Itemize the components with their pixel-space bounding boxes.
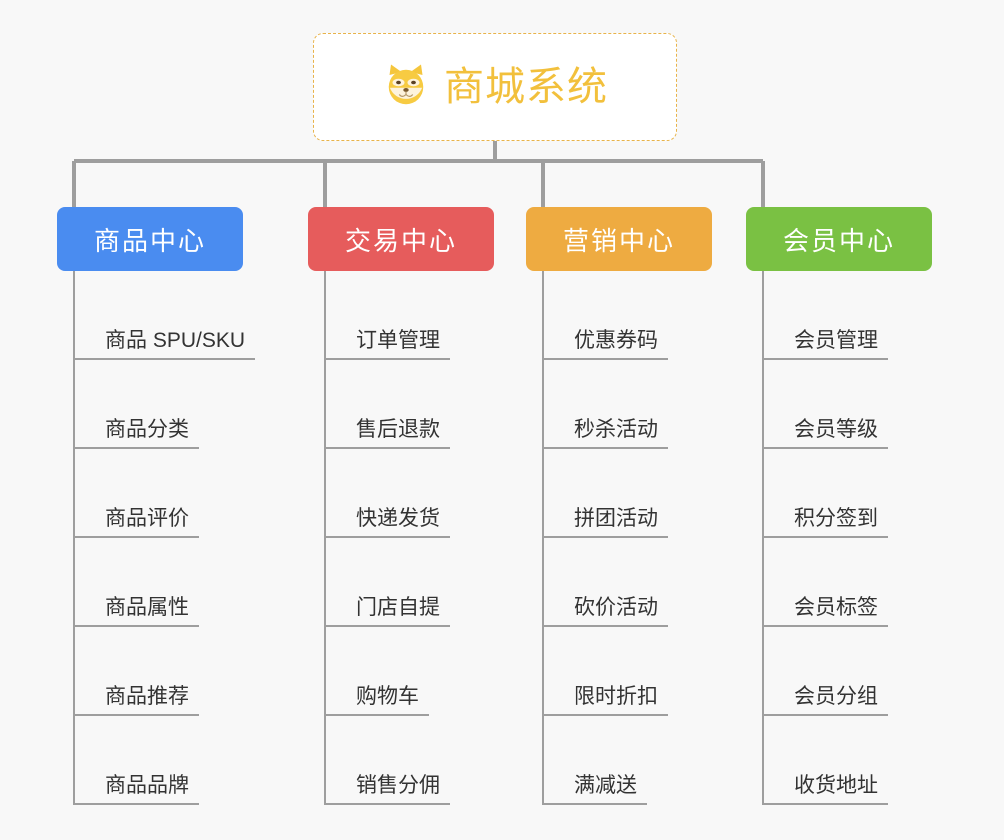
leaf-label: 销售分佣	[324, 774, 450, 805]
leaf-label: 订单管理	[324, 329, 450, 360]
category-label: 营销中心	[562, 225, 675, 256]
leaf-item[interactable]: 购物车	[308, 627, 494, 716]
leaf-label: 会员管理	[762, 329, 888, 360]
leaf-item[interactable]: 商品评价	[57, 449, 243, 538]
leaf-label: 优惠券码	[542, 329, 668, 360]
root-node[interactable]: 商城系统	[313, 33, 677, 141]
branch-1: 商品中心商品 SPU/SKU 商品分类商品评价商品属性商品推荐商品品牌	[57, 207, 256, 805]
category-box-4[interactable]: 会员中心	[746, 207, 932, 271]
leaf-item[interactable]: 满减送	[526, 716, 712, 805]
leaf-item[interactable]: 拼团活动	[526, 449, 712, 538]
leaf-item[interactable]: 秒杀活动	[526, 360, 712, 449]
leaf-label: 门店自提	[324, 596, 450, 627]
leaf-label: 积分签到	[762, 507, 888, 538]
leaf-item[interactable]: 销售分佣	[308, 716, 494, 805]
leaf-item[interactable]: 售后退款	[308, 360, 494, 449]
category-label: 交易中心	[344, 225, 457, 256]
leaf-list-1: 商品 SPU/SKU 商品分类商品评价商品属性商品推荐商品品牌	[57, 271, 256, 805]
leaf-list-4: 会员管理会员等级积分签到会员标签会员分组收货地址	[746, 271, 932, 805]
leaf-list-3: 优惠券码秒杀活动拼团活动砍价活动限时折扣满减送	[526, 271, 712, 805]
leaf-label: 商品属性	[73, 596, 199, 627]
leaf-item[interactable]: 会员管理	[746, 271, 932, 360]
leaf-item[interactable]: 商品 SPU/SKU	[57, 271, 256, 360]
leaf-label: 秒杀活动	[542, 418, 668, 449]
branch-4: 会员中心会员管理会员等级积分签到会员标签会员分组收货地址	[746, 207, 932, 805]
leaf-item[interactable]: 商品分类	[57, 360, 243, 449]
leaf-label: 会员标签	[762, 596, 888, 627]
leaf-item[interactable]: 商品属性	[57, 538, 243, 627]
leaf-item[interactable]: 快递发货	[308, 449, 494, 538]
branch-spine	[73, 271, 75, 805]
leaf-item[interactable]: 会员分组	[746, 627, 932, 716]
branch-spine	[762, 271, 764, 805]
category-box-2[interactable]: 交易中心	[308, 207, 494, 271]
leaf-item[interactable]: 商品推荐	[57, 627, 243, 716]
category-label: 会员中心	[782, 225, 895, 256]
leaf-label: 砍价活动	[542, 596, 668, 627]
category-box-3[interactable]: 营销中心	[526, 207, 712, 271]
leaf-label: 商品 SPU/SKU	[73, 329, 256, 360]
leaf-item[interactable]: 积分签到	[746, 449, 932, 538]
leaf-item[interactable]: 门店自提	[308, 538, 494, 627]
leaf-item[interactable]: 限时折扣	[526, 627, 712, 716]
leaf-label: 商品推荐	[73, 685, 199, 716]
branch-spine	[324, 271, 326, 805]
category-label: 商品中心	[93, 225, 206, 256]
leaf-label: 满减送	[542, 774, 647, 805]
leaf-label: 限时折扣	[542, 685, 668, 716]
leaf-label: 会员分组	[762, 685, 888, 716]
leaf-item[interactable]: 商品品牌	[57, 716, 243, 805]
leaf-label: 收货地址	[762, 774, 888, 805]
shiba-dog-face-icon	[388, 64, 424, 106]
branch-3: 营销中心优惠券码秒杀活动拼团活动砍价活动限时折扣满减送	[526, 207, 712, 805]
branch-spine	[542, 271, 544, 805]
leaf-item[interactable]: 砍价活动	[526, 538, 712, 627]
leaf-label: 购物车	[324, 685, 429, 716]
leaf-label: 快递发货	[324, 507, 450, 538]
leaf-label: 会员等级	[762, 418, 888, 449]
leaf-label: 拼团活动	[542, 507, 668, 538]
leaf-item[interactable]: 优惠券码	[526, 271, 712, 360]
leaf-item[interactable]: 会员标签	[746, 538, 932, 627]
branch-2: 交易中心订单管理售后退款快递发货门店自提购物车销售分佣	[308, 207, 494, 805]
leaf-list-2: 订单管理售后退款快递发货门店自提购物车销售分佣	[308, 271, 494, 805]
leaf-label: 商品品牌	[73, 774, 199, 805]
leaf-label: 商品评价	[73, 507, 199, 538]
leaf-item[interactable]: 收货地址	[746, 716, 932, 805]
leaf-label: 商品分类	[73, 418, 199, 449]
leaf-label: 售后退款	[324, 418, 450, 449]
leaf-item[interactable]: 订单管理	[308, 271, 494, 360]
root-title: 商城系统	[444, 65, 608, 109]
leaf-item[interactable]: 会员等级	[746, 360, 932, 449]
category-box-1[interactable]: 商品中心	[57, 207, 243, 271]
